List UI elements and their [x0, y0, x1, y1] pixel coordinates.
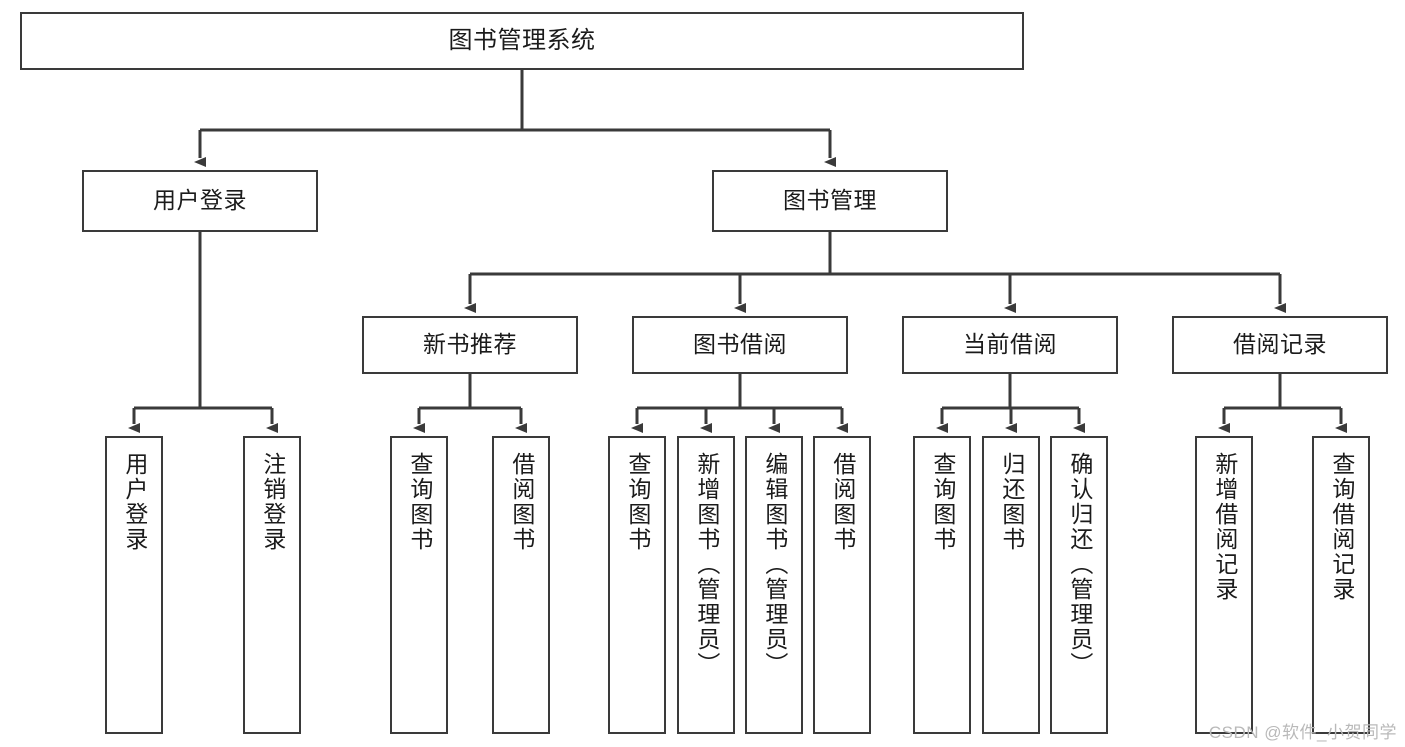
node-label: 新增图书（管理员）: [693, 452, 720, 677]
node-book-borrowing[interactable]: 图书借阅: [632, 316, 848, 374]
node-borrowing-record[interactable]: 借阅记录: [1172, 316, 1388, 374]
node-label: 查询借阅记录: [1328, 452, 1355, 602]
node-label: 用户登录: [121, 452, 148, 552]
leaf-borrow-record-query-record[interactable]: 查询借阅记录: [1312, 436, 1370, 734]
node-book-management[interactable]: 图书管理: [712, 170, 948, 232]
node-label: 借阅记录: [1233, 331, 1327, 358]
leaf-book-borrow-borrow-books[interactable]: 借阅图书: [813, 436, 871, 734]
leaf-new-book-borrow-books[interactable]: 借阅图书: [492, 436, 550, 734]
node-root-book-management-system[interactable]: 图书管理系统: [20, 12, 1024, 70]
leaf-borrow-record-add-record[interactable]: 新增借阅记录: [1195, 436, 1253, 734]
node-label: 确认归还（管理员）: [1066, 452, 1093, 677]
node-label: 新增借阅记录: [1211, 452, 1238, 602]
node-label: 注销登录: [259, 452, 286, 552]
csdn-watermark: CSDN @软件_小贺同学: [1208, 723, 1397, 742]
node-label: 图书管理系统: [448, 26, 596, 54]
node-label: 借阅图书: [829, 452, 856, 552]
node-label: 用户登录: [153, 187, 247, 214]
node-label: 查询图书: [929, 452, 956, 552]
leaf-user-login-login[interactable]: 用户登录: [105, 436, 163, 734]
node-new-book-recommendation[interactable]: 新书推荐: [362, 316, 578, 374]
node-label: 查询图书: [624, 452, 651, 552]
leaf-current-borrow-confirm-return-admin[interactable]: 确认归还（管理员）: [1050, 436, 1108, 734]
node-label: 图书借阅: [693, 331, 787, 358]
node-label: 借阅图书: [508, 452, 535, 552]
leaf-current-borrow-query-books[interactable]: 查询图书: [913, 436, 971, 734]
leaf-new-book-query-books[interactable]: 查询图书: [390, 436, 448, 734]
leaf-book-borrow-query-books[interactable]: 查询图书: [608, 436, 666, 734]
node-current-borrowing[interactable]: 当前借阅: [902, 316, 1118, 374]
leaf-current-borrow-return-books[interactable]: 归还图书: [982, 436, 1040, 734]
node-label: 编辑图书（管理员）: [761, 452, 788, 677]
node-label: 查询图书: [406, 452, 433, 552]
node-label: 图书管理: [783, 187, 877, 214]
leaf-user-login-logout[interactable]: 注销登录: [243, 436, 301, 734]
node-label: 新书推荐: [423, 331, 517, 358]
node-user-login[interactable]: 用户登录: [82, 170, 318, 232]
leaf-book-borrow-edit-book-admin[interactable]: 编辑图书（管理员）: [745, 436, 803, 734]
node-label: 当前借阅: [963, 331, 1057, 358]
leaf-book-borrow-add-book-admin[interactable]: 新增图书（管理员）: [677, 436, 735, 734]
node-label: 归还图书: [998, 452, 1025, 552]
